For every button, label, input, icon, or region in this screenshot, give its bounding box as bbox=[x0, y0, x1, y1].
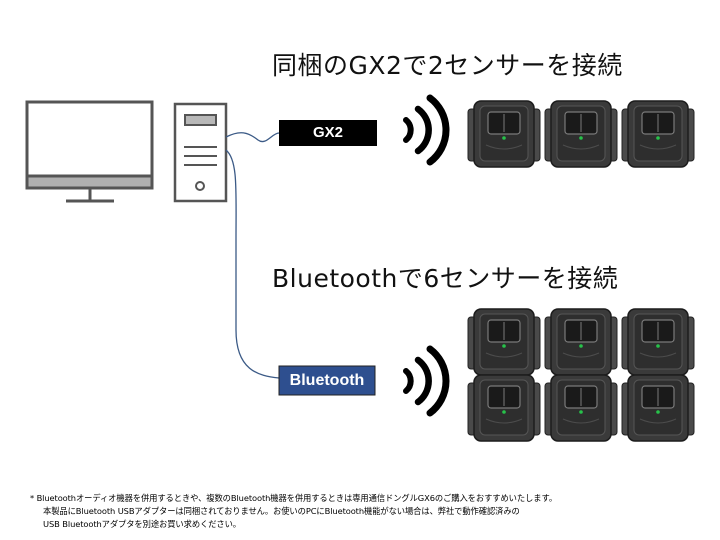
wireless-signal-icon bbox=[406, 98, 446, 162]
wireless-signal-icon bbox=[406, 349, 446, 413]
monitor-icon bbox=[25, 100, 154, 203]
motion-sensor-icon bbox=[544, 374, 618, 442]
motion-sensor-icon bbox=[621, 100, 695, 168]
motion-sensor-icon bbox=[467, 308, 541, 376]
motion-sensor-icon bbox=[621, 308, 695, 376]
pc-tower-icon bbox=[173, 102, 228, 203]
motion-sensor-icon bbox=[544, 308, 618, 376]
bluetooth-cable bbox=[225, 149, 280, 379]
bluetooth-dongle-label: Bluetooth bbox=[289, 372, 365, 389]
footnote-line-2: 本製品にBluetooth USBアダプターは同梱されておりません。お使いのPC… bbox=[43, 506, 520, 516]
motion-sensor-icon bbox=[621, 374, 695, 442]
bluetooth-dongle bbox=[278, 365, 376, 396]
gx2-section-heading: 同梱のGX2で2センサーを接続 bbox=[272, 51, 623, 80]
gx2-cable bbox=[225, 132, 280, 143]
desktop-pc-icon bbox=[25, 100, 228, 203]
gx2-dongle-label: GX2 bbox=[312, 124, 343, 141]
footnote-line-3: USB Bluetoothアダプタを別途お買い求めください。 bbox=[43, 519, 241, 529]
footnote-line-1: * Bluetoothオーディオ機器を併用するときや、複数のBluetooth機… bbox=[30, 493, 558, 503]
motion-sensor-icon bbox=[544, 100, 618, 168]
motion-sensor-icon bbox=[467, 374, 541, 442]
motion-sensor-icon bbox=[467, 100, 541, 168]
bluetooth-section-heading: Bluetoothで6センサーを接続 bbox=[272, 264, 619, 293]
gx2-dongle bbox=[279, 120, 377, 146]
